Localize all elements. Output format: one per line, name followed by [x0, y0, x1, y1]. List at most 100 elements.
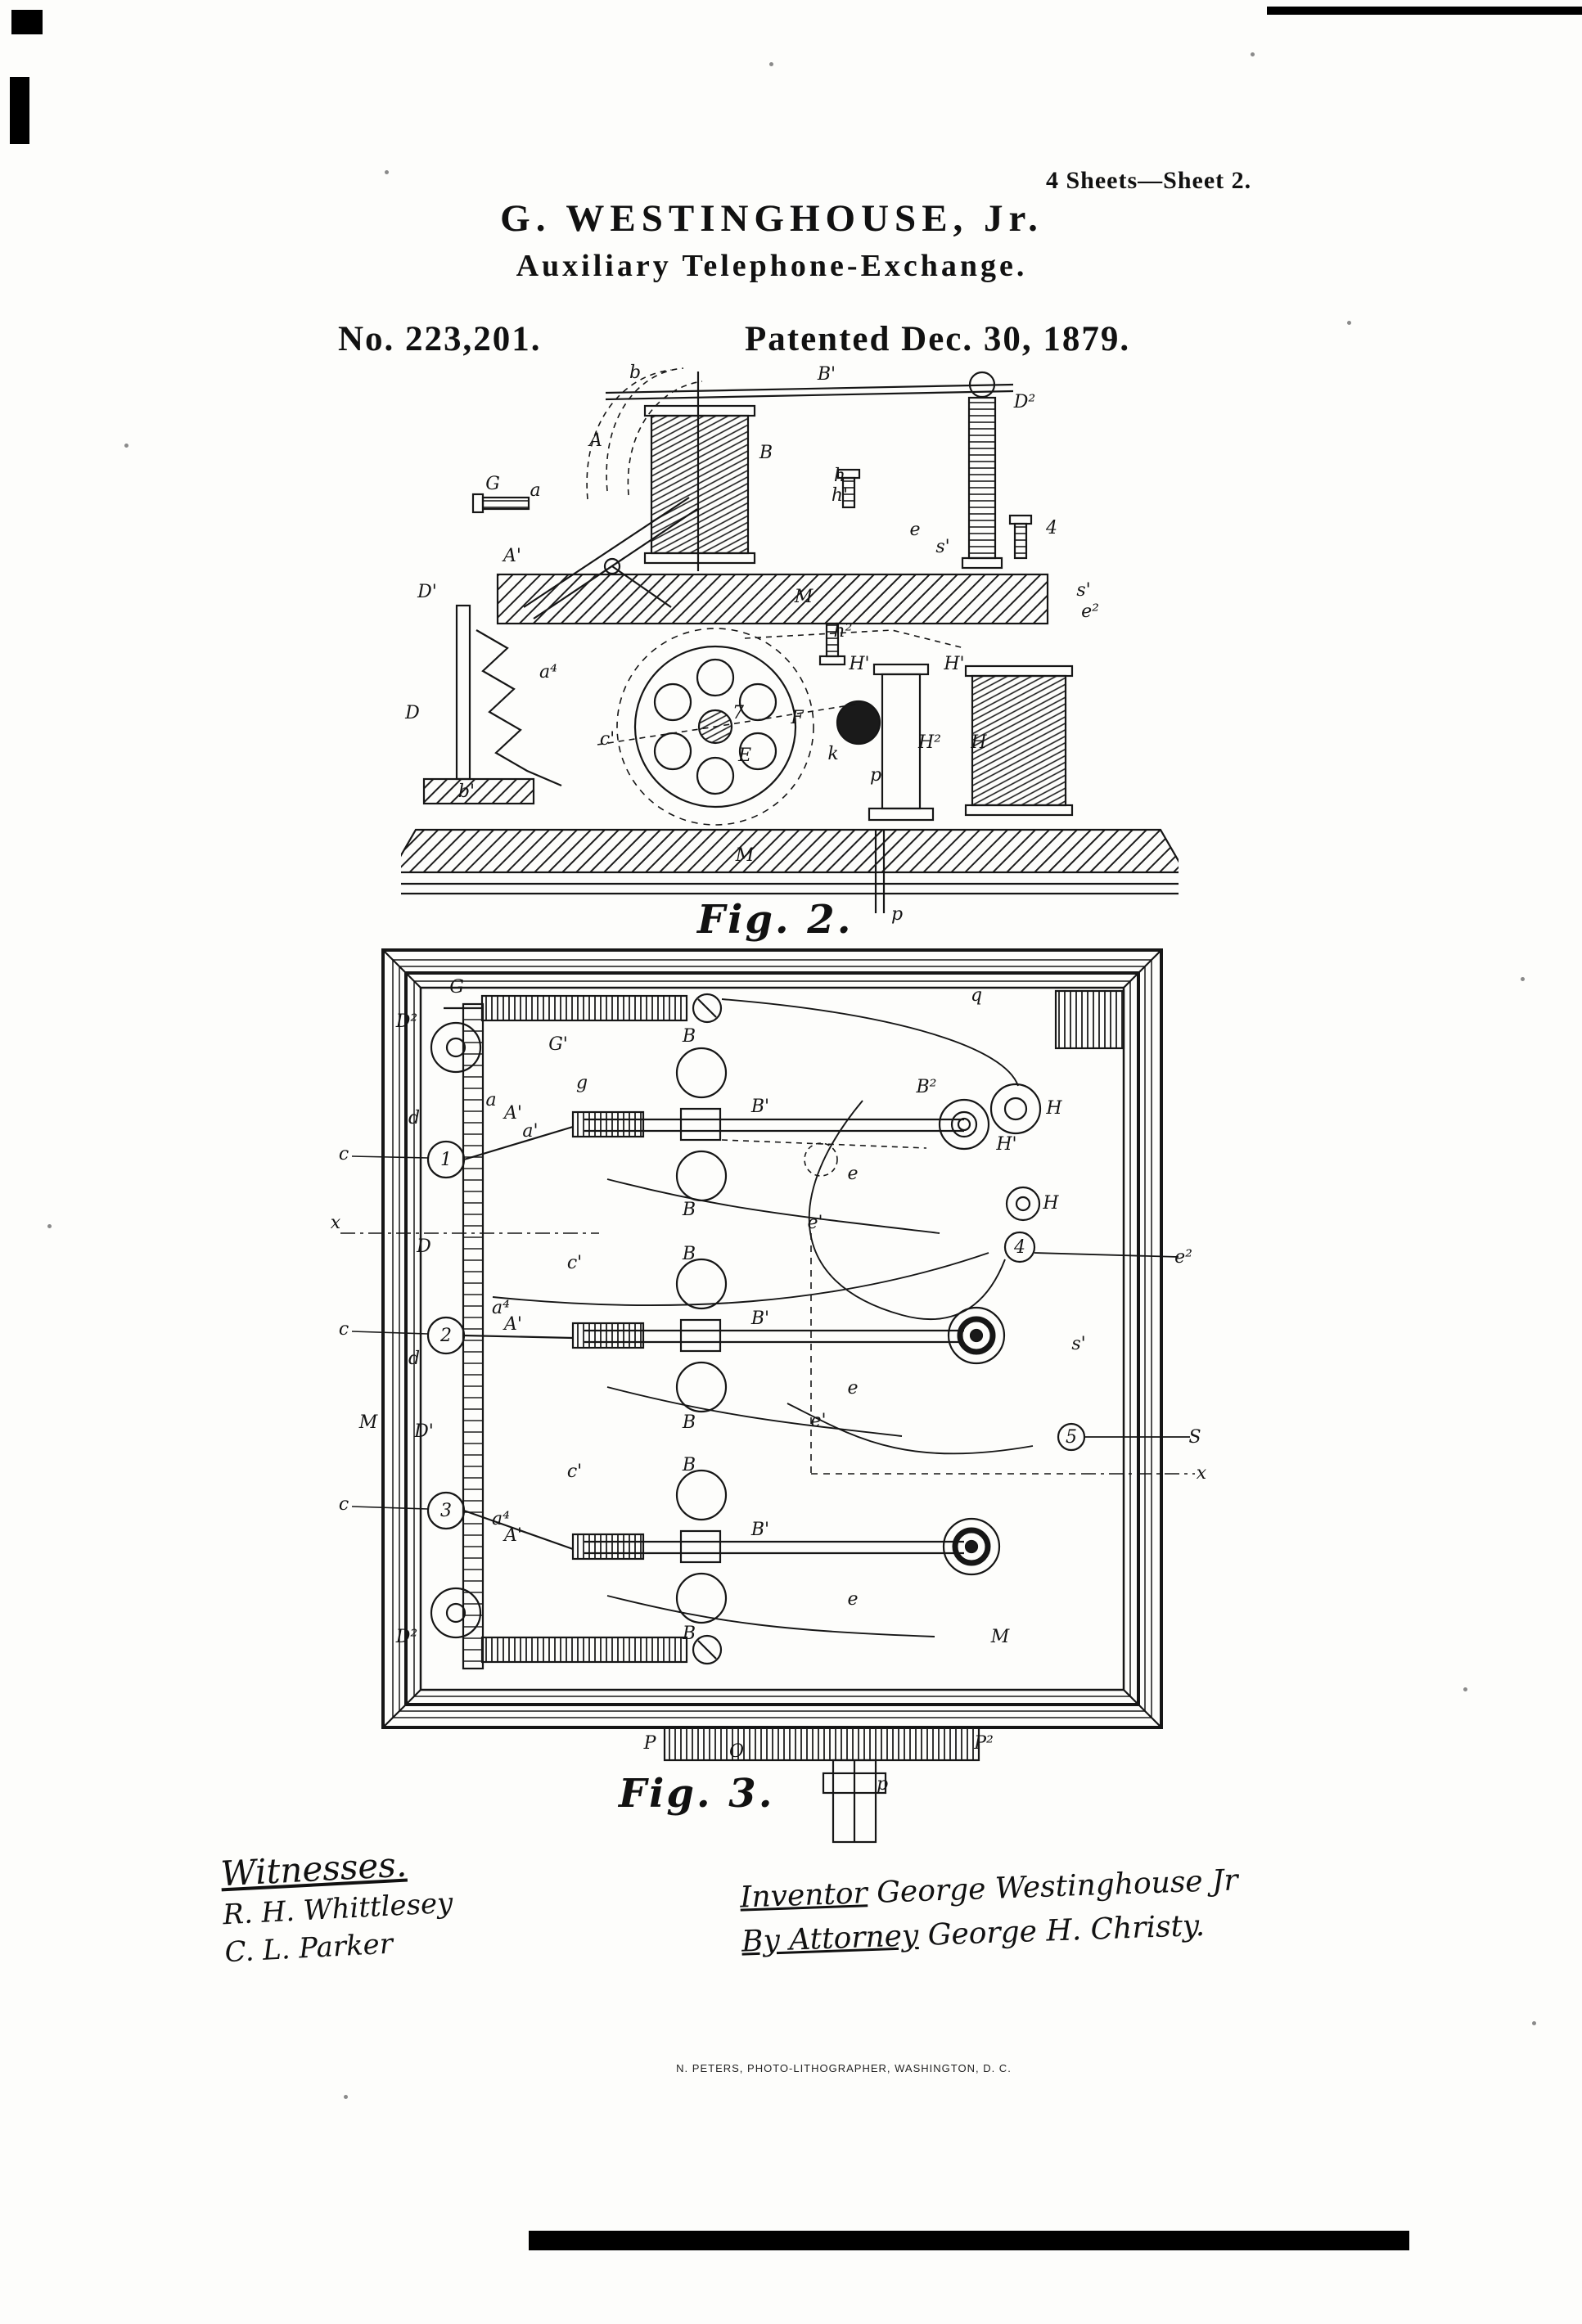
svg-text:4: 4	[1045, 518, 1057, 538]
scan-noise-dot	[769, 62, 773, 66]
svg-text:B: B	[759, 443, 773, 463]
svg-text:M: M	[794, 587, 814, 607]
svg-text:e: e	[847, 1378, 858, 1398]
svg-text:b': b'	[458, 781, 475, 802]
svg-text:s': s'	[1076, 580, 1090, 601]
svg-text:A': A'	[503, 1103, 522, 1124]
svg-text:3: 3	[440, 1501, 452, 1521]
svg-text:H': H'	[995, 1134, 1016, 1155]
svg-text:a': a'	[522, 1121, 538, 1142]
svg-text:B': B'	[750, 1308, 769, 1329]
svg-text:G: G	[449, 977, 464, 998]
svg-text:M: M	[735, 845, 755, 866]
scan-noise-dot	[1347, 321, 1351, 325]
svg-text:c': c'	[567, 1253, 582, 1273]
svg-text:g: g	[576, 1073, 588, 1093]
patent-title: G. WESTINGHOUSE, Jr.	[500, 197, 1043, 240]
scan-artifact-top-left-2	[10, 77, 29, 144]
svg-text:B²: B²	[916, 1077, 937, 1097]
svg-text:e²: e²	[1174, 1247, 1192, 1268]
scan-noise-dot	[124, 444, 128, 448]
svg-text:a: a	[530, 480, 540, 501]
svg-text:1: 1	[440, 1150, 452, 1170]
scan-artifact-top-left-1	[11, 10, 43, 34]
svg-text:a: a	[485, 1090, 496, 1110]
svg-text:A': A'	[503, 1525, 522, 1546]
svg-text:5: 5	[1066, 1427, 1077, 1448]
svg-text:c: c	[339, 1494, 349, 1515]
svg-text:k: k	[827, 744, 838, 764]
patent-subtitle: Auxiliary Telephone-Exchange.	[516, 249, 1028, 283]
svg-text:E: E	[737, 745, 751, 766]
svg-text:c: c	[339, 1319, 349, 1340]
svg-text:G: G	[485, 474, 500, 494]
svg-text:x: x	[1197, 1463, 1207, 1484]
svg-text:p: p	[877, 1774, 888, 1795]
svg-text:q: q	[971, 985, 982, 1006]
svg-text:x: x	[331, 1213, 341, 1233]
svg-text:e': e'	[810, 1411, 826, 1431]
scan-noise-dot	[1463, 1687, 1467, 1691]
patent-number: No. 223,201.	[338, 320, 542, 358]
scan-artifact-bottom-bar	[529, 2231, 1409, 2250]
svg-text:M: M	[990, 1627, 1010, 1647]
svg-text:e': e'	[807, 1213, 823, 1233]
scan-artifact-top-right	[1267, 7, 1582, 15]
svg-text:a⁴: a⁴	[492, 1509, 510, 1529]
svg-text:e: e	[847, 1589, 858, 1610]
svg-text:B': B'	[750, 1097, 769, 1117]
svg-text:A': A'	[503, 1314, 522, 1335]
attorney-signature: George H. Christy.	[926, 1908, 1206, 1952]
svg-text:b: b	[629, 363, 641, 383]
svg-text:e: e	[847, 1164, 858, 1184]
svg-text:G': G'	[548, 1034, 568, 1055]
svg-text:H: H	[970, 732, 987, 753]
svg-text:F: F	[790, 708, 804, 728]
inventor-block: Inventor George Westinghouse Jr By Attor…	[739, 1858, 1240, 1964]
svg-text:s': s'	[1071, 1334, 1085, 1354]
svg-text:D²: D²	[395, 1627, 417, 1647]
scan-noise-dot	[344, 2095, 348, 2099]
svg-text:H': H'	[943, 654, 964, 674]
svg-text:B: B	[682, 1200, 696, 1220]
svg-text:H²: H²	[917, 732, 941, 753]
svg-text:A: A	[588, 430, 602, 451]
scan-noise-dot	[1251, 52, 1255, 56]
svg-text:D': D'	[417, 582, 437, 602]
svg-text:4: 4	[1013, 1237, 1025, 1258]
svg-text:a⁴: a⁴	[492, 1298, 510, 1318]
scan-noise-dot	[47, 1224, 52, 1228]
svg-text:H': H'	[848, 654, 869, 674]
svg-text:D²: D²	[395, 1011, 417, 1032]
svg-text:c': c'	[567, 1462, 582, 1482]
svg-text:B': B'	[817, 364, 836, 385]
svg-text:B: B	[682, 1624, 696, 1644]
fig2-linework	[401, 367, 1179, 913]
svg-text:B: B	[682, 1244, 696, 1264]
lithographer-line: N. PETERS, PHOTO-LITHOGRAPHER, WASHINGTO…	[676, 2062, 1012, 2074]
svg-text:H: H	[1045, 1098, 1062, 1119]
svg-text:B: B	[682, 1412, 696, 1433]
svg-text:D: D	[404, 703, 420, 723]
fig3-linework	[340, 948, 1195, 1844]
svg-text:e²: e²	[1081, 601, 1099, 622]
svg-text:h²: h²	[834, 621, 853, 642]
inventor-signature: George Westinghouse Jr	[876, 1863, 1239, 1910]
svg-text:B': B'	[750, 1520, 769, 1540]
svg-text:P²: P²	[973, 1733, 994, 1754]
svg-text:s': s'	[935, 537, 949, 557]
svg-text:e: e	[909, 520, 920, 540]
svg-text:H: H	[1042, 1193, 1059, 1214]
figure-3-drawing: GG'gqB²HH'HD²d123D²dcccxxMMDD'aA'a'a⁴A'a…	[331, 948, 1207, 1844]
svg-text:B: B	[682, 1455, 696, 1475]
inventor-label: Inventor	[739, 1876, 868, 1915]
attorney-label: By Attorney	[741, 1919, 919, 1959]
svg-text:M: M	[358, 1412, 378, 1433]
sheet-label: 4 Sheets—Sheet 2.	[1046, 167, 1252, 194]
svg-text:p: p	[891, 904, 903, 925]
svg-text:D': D'	[413, 1421, 434, 1442]
svg-text:O: O	[729, 1741, 744, 1762]
scan-noise-dot	[1521, 977, 1525, 981]
